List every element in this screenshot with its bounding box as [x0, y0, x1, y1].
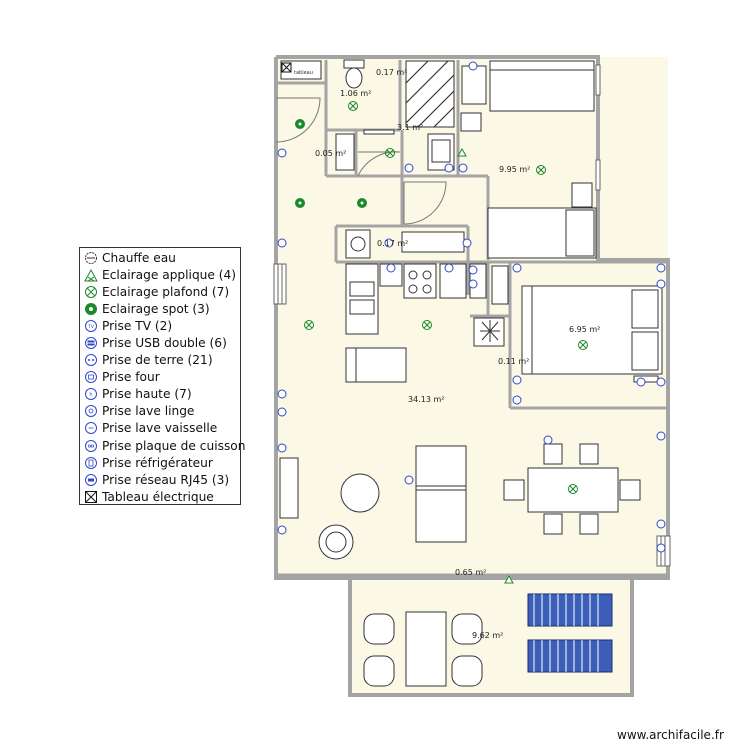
water-heater-icon: [85, 251, 97, 264]
legend-label: Prise four: [102, 370, 160, 385]
earth-socket-icon: [85, 354, 97, 367]
terrace-furniture: [363, 611, 483, 687]
ventilation: [480, 320, 500, 342]
legend-label: Chauffe eau: [102, 250, 176, 265]
spot-light-icon: [85, 302, 97, 315]
legend-label: Prise de terre (21): [102, 353, 213, 368]
living-furniture: [279, 443, 641, 560]
shower: [405, 60, 455, 128]
washer-socket-icon: [85, 405, 97, 418]
bedroom1-furniture: [460, 60, 597, 259]
area-label-terrace: 9.62 m²: [472, 631, 503, 640]
svg-text:h: h: [89, 392, 92, 398]
rj45-socket-icon: [85, 473, 97, 486]
legend-item: Eclairage plafond (7): [84, 283, 240, 300]
ceiling-lights: [304, 101, 588, 494]
wall-lights: [457, 147, 514, 584]
area-label-hall-closet: 0.05 m²: [315, 149, 346, 158]
legend-item: Prise four: [84, 369, 240, 386]
legend-item: Eclairage applique (4): [84, 266, 240, 283]
legend-label: Prise réfrigérateur: [102, 455, 213, 470]
legend-label: Prise plaque de cuisson: [102, 438, 246, 453]
area-label-closet-bed2: 0.11 m²: [498, 357, 529, 366]
sun-loungers: [527, 593, 613, 673]
area-label-living: 34.13 m²: [408, 395, 444, 404]
bedroom2-furniture: [473, 265, 663, 383]
area-label-closet-top: 0.17 m²: [376, 68, 407, 77]
area-label-wc: 1.06 m²: [340, 89, 371, 98]
area-label-closet-mid: 0.17 m²: [377, 239, 408, 248]
legend-item: Eclairage spot (3): [84, 300, 240, 317]
watermark[interactable]: www.archifacile.fr: [617, 728, 724, 742]
legend-label: Eclairage applique (4): [102, 267, 237, 282]
area-label-corridor: 0.65 m²: [455, 568, 486, 577]
legend-label: Prise réseau RJ45 (3): [102, 472, 230, 487]
svg-text:TV: TV: [87, 324, 95, 330]
svg-text:tableau: tableau: [294, 70, 313, 76]
cooktop-socket-icon: [85, 439, 97, 452]
area-label-bedroom1: 9.95 m²: [499, 165, 530, 174]
legend-label: Eclairage plafond (7): [102, 284, 230, 299]
electrical-panel-icon: [85, 490, 97, 503]
legend-label: Prise lave linge: [102, 404, 195, 419]
high-socket-icon: h: [85, 388, 97, 401]
area-label-shower: 3.1 m²: [397, 123, 423, 132]
windows: [273, 64, 671, 567]
legend-item: Prise réfrigérateur: [84, 454, 240, 471]
legend: Chauffe eau Eclairage applique (4) Eclai…: [79, 247, 245, 505]
sockets: [277, 61, 666, 553]
legend-item: Prise de terre (21): [84, 352, 240, 369]
tv-socket-icon: TV: [85, 319, 97, 332]
wall-light-icon: [84, 268, 98, 282]
legend-item: TV Prise TV (2): [84, 317, 240, 334]
legend-label: Tableau électrique: [102, 489, 214, 504]
legend-item: Prise USB double (6): [84, 334, 240, 351]
area-label-bedroom2: 6.95 m²: [569, 325, 600, 334]
legend-label: Eclairage spot (3): [102, 301, 210, 316]
legend-item: Prise lave linge: [84, 403, 240, 420]
legend-item: Chauffe eau: [84, 249, 240, 266]
legend-label: Prise haute (7): [102, 387, 192, 402]
oven-socket-icon: [85, 371, 97, 384]
electrical-panel: tableau: [280, 60, 322, 80]
usb-socket-icon: [85, 337, 97, 350]
legend-item: h Prise haute (7): [84, 386, 240, 403]
area-labels: 1.06 m² 0.17 m² 3.1 m² 0.05 m² 9.95 m² 0…: [315, 68, 600, 640]
ceiling-light-icon: [85, 285, 97, 298]
legend-item: Tableau électrique: [84, 488, 240, 505]
legend-label: Prise lave vaisselle: [102, 421, 218, 436]
legend-item: Prise plaque de cuisson: [84, 437, 245, 454]
dishwasher-socket-icon: [85, 422, 97, 435]
legend-item: Prise réseau RJ45 (3): [84, 471, 240, 488]
toilet: [343, 59, 365, 89]
legend-label: Prise TV (2): [102, 318, 173, 333]
kitchen: [345, 229, 487, 383]
legend-label: Prise USB double (6): [102, 336, 227, 351]
doors: [275, 97, 447, 225]
legend-item: Prise lave vaisselle: [84, 420, 240, 437]
fridge-socket-icon: [85, 456, 97, 469]
